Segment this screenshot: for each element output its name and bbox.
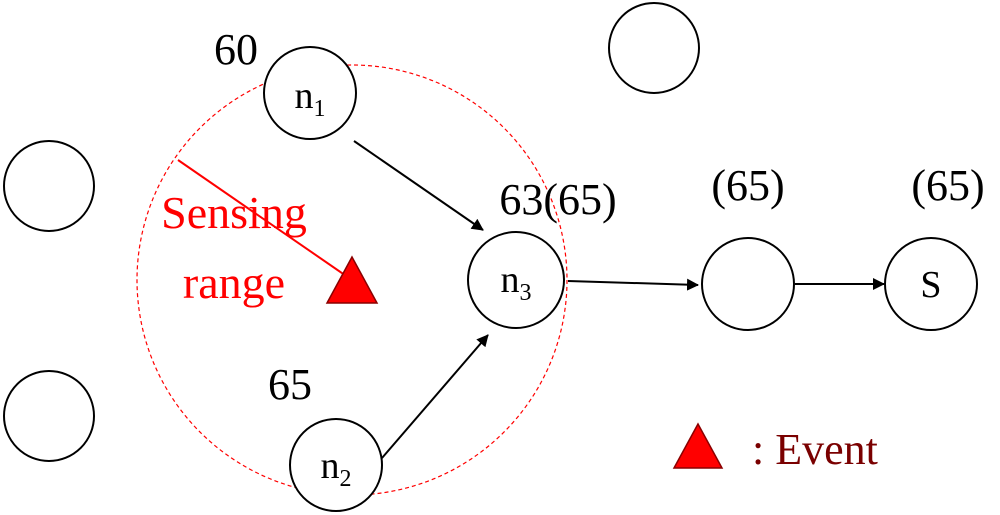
legend-event-triangle-icon bbox=[672, 422, 724, 469]
node-sink-label: S bbox=[920, 264, 941, 306]
node-n3-label: n3 bbox=[501, 259, 532, 306]
event-triangle-icon bbox=[325, 255, 379, 304]
sensing-radius-line bbox=[177, 159, 353, 281]
node-n1 bbox=[263, 46, 357, 140]
sensor-node-bottom-left bbox=[3, 370, 95, 462]
node-n2-value: 65 bbox=[268, 360, 312, 409]
sensing-range-label-line2: range bbox=[183, 257, 285, 308]
edge-n1-n3 bbox=[353, 140, 484, 231]
node-n2-label: n2 bbox=[321, 445, 352, 492]
sensor-node-top bbox=[608, 2, 700, 94]
sensing-range-label-line1: Sensing bbox=[161, 187, 307, 238]
node-n1-label: n1 bbox=[295, 75, 326, 122]
node-n3-value: 63(65) bbox=[499, 175, 616, 224]
sensor-node-left bbox=[3, 140, 95, 232]
node-sink bbox=[884, 237, 978, 331]
node-n3 bbox=[467, 231, 565, 329]
node-relay bbox=[701, 237, 795, 331]
node-n1-value: 60 bbox=[214, 25, 258, 74]
edge-n2-n3 bbox=[381, 334, 489, 459]
node-sink-value: (65) bbox=[911, 161, 984, 210]
node-relay-value: (65) bbox=[711, 161, 784, 210]
edge-n3-relay bbox=[567, 278, 699, 291]
node-n2 bbox=[289, 418, 383, 512]
legend-event-label: : Event bbox=[752, 425, 878, 474]
